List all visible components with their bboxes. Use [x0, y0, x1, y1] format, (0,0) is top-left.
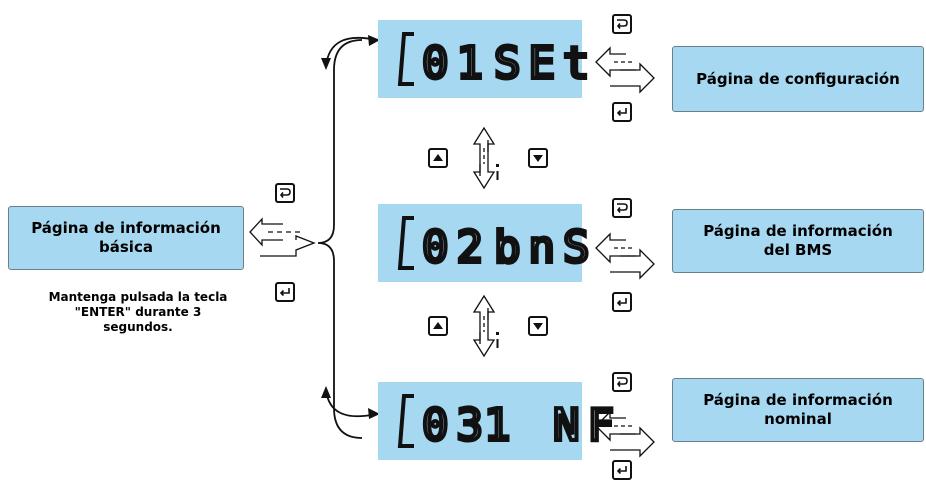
lcd-screen-code: bnS	[494, 222, 597, 273]
bms-line1: Página de información	[703, 222, 893, 240]
return-key-icon	[275, 183, 295, 203]
basic-info-line1: Página de información	[31, 219, 221, 237]
enter-key-icon	[612, 460, 632, 480]
left-double-arrow	[249, 217, 316, 257]
return-key-icon	[612, 372, 632, 392]
lcd-screen-number: 02	[422, 222, 491, 273]
screen-group-bracket	[317, 39, 363, 439]
enter-key-icon	[612, 102, 632, 122]
right-double-arrow-1	[595, 46, 655, 94]
lcd-screen-code: 1 NF	[484, 400, 622, 451]
lcd-screen-inf: 03 1 NF	[378, 382, 616, 460]
up-key-icon	[428, 316, 448, 336]
down-key-icon	[528, 148, 548, 168]
nominal-line2: nominal	[764, 410, 832, 428]
return-key-icon	[612, 14, 632, 34]
vertical-double-arrow-2	[472, 294, 499, 358]
note-line3: segundos.	[103, 320, 173, 334]
nominal-info-box: Página de información nominal	[672, 378, 924, 442]
config-page-box: Página de configuración	[672, 46, 924, 112]
basic-info-line2: básica	[99, 238, 153, 256]
return-key-icon	[612, 198, 632, 218]
lcd-screen-number: 03	[422, 400, 491, 451]
vertical-double-arrow-1	[472, 126, 499, 190]
right-double-arrow-3	[595, 410, 655, 458]
config-line1: Página de configuración	[696, 69, 900, 88]
note-line1: Mantenga pulsada la tecla	[48, 290, 228, 304]
lcd-screen-bms: 02 bnS	[378, 204, 591, 282]
lcd-screen-number: 01	[422, 38, 491, 89]
note-line2: "ENTER" durante 3	[74, 305, 202, 319]
lcd-screen-set: 01 SEt	[378, 20, 591, 98]
bms-info-box: Página de información del BMS	[672, 209, 924, 273]
hold-enter-note: Mantenga pulsada la tecla "ENTER" durant…	[28, 290, 248, 335]
enter-key-icon	[275, 282, 295, 302]
down-key-icon	[528, 316, 548, 336]
enter-key-icon	[612, 292, 632, 312]
right-double-arrow-2	[595, 232, 655, 280]
basic-info-box: Página de información básica	[8, 206, 244, 270]
up-key-icon	[428, 148, 448, 168]
nominal-line1: Página de información	[703, 391, 893, 409]
bms-line2: del BMS	[763, 241, 833, 259]
lcd-screen-code: SEt	[494, 38, 597, 89]
